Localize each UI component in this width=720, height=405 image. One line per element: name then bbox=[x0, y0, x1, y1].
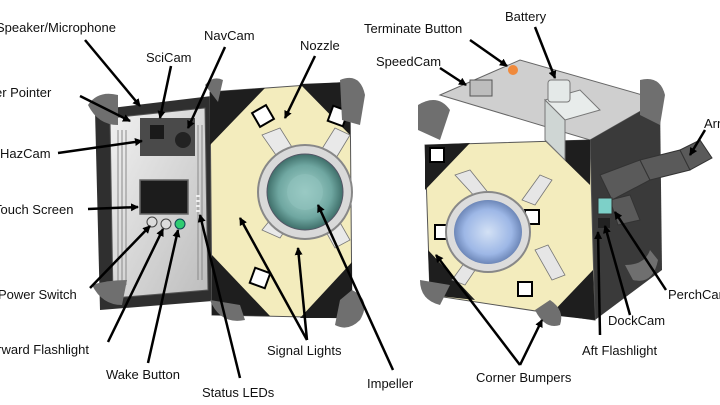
flashlight-button bbox=[160, 218, 172, 230]
label-dockcam: DockCam bbox=[608, 313, 666, 328]
label-scicam: SciCam bbox=[146, 50, 192, 65]
arrow-perchcam bbox=[613, 211, 668, 291]
corner-panel bbox=[212, 255, 270, 316]
arrow-impeller bbox=[316, 204, 395, 371]
label-hazcam: HazCam bbox=[0, 146, 51, 161]
arrow-terminate-button bbox=[469, 38, 508, 68]
scicam-lens bbox=[150, 125, 164, 139]
arrow-aft-flashlight bbox=[594, 231, 603, 336]
arrow-nozzle bbox=[283, 55, 317, 119]
arrow-speedcam bbox=[439, 66, 467, 87]
fiducial-marker bbox=[250, 103, 276, 129]
impeller-hub bbox=[287, 174, 323, 210]
callout-arrows bbox=[57, 26, 707, 379]
arrow-laser-pointer bbox=[79, 94, 131, 123]
label-navcam: NavCam bbox=[204, 28, 255, 43]
left-bumper-top-left bbox=[88, 93, 118, 125]
right-bumper-top-right bbox=[640, 79, 665, 125]
right-bumper-top-left bbox=[418, 100, 450, 140]
label-touch-screen: Touch Screen bbox=[0, 202, 74, 217]
fiducial-marker bbox=[517, 281, 533, 297]
arrow-hazcam bbox=[57, 138, 143, 155]
label-perchcam: PerchCam bbox=[668, 287, 720, 302]
left-robot bbox=[88, 77, 365, 328]
fiducial-marker bbox=[429, 147, 445, 163]
terminate-button-knob bbox=[508, 65, 518, 75]
left-bumper-bottom-left bbox=[92, 280, 127, 305]
label-arm: Arm bbox=[704, 116, 720, 131]
label-battery: Battery bbox=[505, 9, 547, 24]
right-impeller-window bbox=[454, 200, 522, 264]
label-aft-flashlight: Aft Flashlight bbox=[582, 343, 658, 358]
arrow-status-leds bbox=[197, 214, 242, 379]
label-laser-pointer: Laser Pointer bbox=[0, 85, 52, 100]
status-leds bbox=[196, 195, 200, 212]
arrow-forward-flashlight bbox=[106, 228, 165, 343]
corner-panel bbox=[210, 88, 265, 145]
left-bumper-bottom-mid bbox=[210, 300, 245, 321]
battery-handle bbox=[547, 79, 571, 103]
arrow-battery bbox=[533, 26, 557, 79]
left-bumper-bottom-right bbox=[335, 290, 365, 328]
power-switch-button bbox=[146, 216, 158, 228]
label-corner-bumpers: Corner Bumpers bbox=[476, 370, 572, 385]
arrow-arm bbox=[688, 129, 707, 156]
label-nozzle: Nozzle bbox=[300, 38, 340, 53]
label-terminate-button: Terminate Button bbox=[364, 21, 463, 36]
label-wake-button: Wake Button bbox=[106, 367, 180, 382]
battery-front bbox=[544, 98, 566, 162]
speedcam-housing bbox=[469, 79, 493, 97]
label-speedcam: SpeedCam bbox=[376, 54, 442, 69]
arrow-signal-lights-1 bbox=[238, 217, 309, 341]
right-bumper-bottom-right bbox=[625, 250, 658, 281]
arrow-navcam bbox=[186, 46, 227, 129]
arrow-speaker-microphone bbox=[84, 39, 141, 107]
left-bumper-top-right bbox=[340, 77, 365, 125]
label-impeller: Impeller bbox=[367, 376, 414, 391]
perchcam-lens bbox=[597, 197, 613, 215]
wake-button-green bbox=[174, 218, 186, 230]
fiducial-marker bbox=[248, 266, 272, 290]
label-power-switch: Power Switch bbox=[0, 287, 77, 302]
corner-panel bbox=[550, 270, 595, 320]
arrow-scicam bbox=[157, 65, 173, 119]
arrow-power-switch bbox=[89, 225, 151, 289]
label-forward-flashlight: Forward Flashlight bbox=[0, 342, 89, 357]
right-bumper-bottom-left bbox=[420, 280, 450, 305]
dockcam-lens bbox=[598, 218, 610, 228]
label-speaker-microphone: Speaker/Microphone bbox=[0, 20, 116, 35]
label-status-leds: Status LEDs bbox=[202, 385, 275, 400]
arrow-dockcam bbox=[603, 225, 632, 316]
arrow-signal-lights-2 bbox=[294, 247, 309, 341]
arrow-corner-bumpers-1 bbox=[435, 254, 521, 366]
arrow-corner-bumpers-2 bbox=[518, 319, 544, 366]
arrow-wake-button bbox=[146, 229, 181, 364]
right-robot bbox=[418, 59, 713, 326]
label-signal-lights: Signal Lights bbox=[267, 343, 342, 358]
corner-panel bbox=[300, 262, 352, 318]
navcam-lens bbox=[175, 132, 191, 148]
touch-screen bbox=[139, 179, 189, 215]
arrow-touch-screen bbox=[87, 203, 139, 212]
left-bumper-top-mid bbox=[205, 78, 223, 102]
